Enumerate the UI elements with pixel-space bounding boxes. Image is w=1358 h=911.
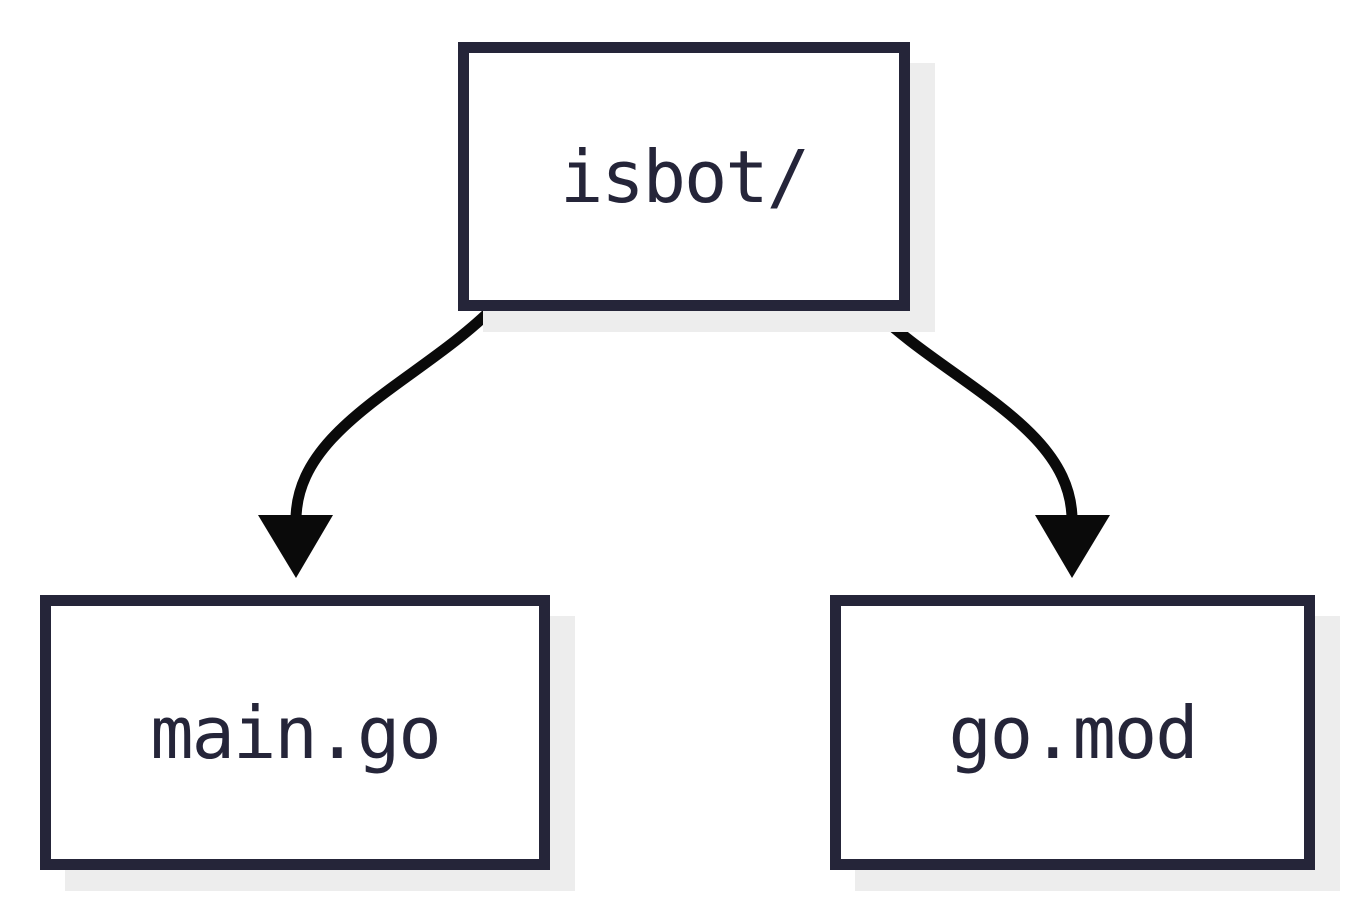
edge-isbot-to-main-go [258,302,499,578]
edge-line [290,302,499,521]
node-label: main.go [150,690,441,775]
node-main-go-file: main.go [40,595,550,870]
edge-isbot-to-go-mod [866,302,1110,578]
edge-line [866,302,1078,521]
node-go-mod-file: go.mod [830,595,1315,870]
arrowhead-down-icon [258,515,333,578]
node-label: go.mod [948,690,1198,775]
node-isbot-directory: isbot/ [458,42,910,311]
arrowhead-down-icon [1035,515,1110,578]
node-label: isbot/ [559,134,810,219]
